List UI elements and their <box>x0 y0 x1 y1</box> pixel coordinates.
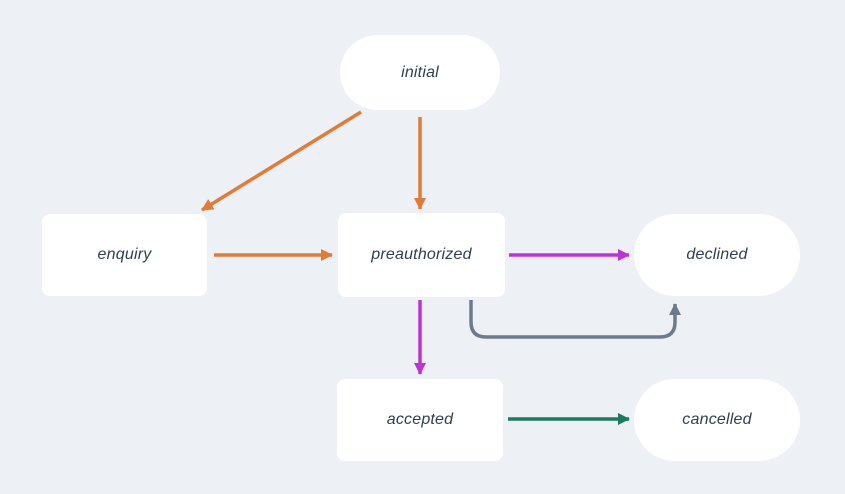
state-label-declined: declined <box>686 246 748 263</box>
state-label-enquiry: enquiry <box>97 246 152 263</box>
state-node-preauthorized: preauthorized <box>338 213 505 297</box>
state-node-initial: initial <box>340 35 500 110</box>
edge-initial-to-enquiry <box>201 110 362 212</box>
state-label-preauthorized: preauthorized <box>371 246 472 263</box>
state-node-accepted: accepted <box>337 379 503 461</box>
state-label-initial: initial <box>401 63 439 81</box>
state-label-cancelled: cancelled <box>682 411 752 428</box>
state-label-accepted: accepted <box>386 411 454 428</box>
state-node-declined: declined <box>634 214 800 296</box>
state-node-cancelled: cancelled <box>634 379 800 461</box>
state-node-enquiry: enquiry <box>42 214 207 296</box>
edge-preauthorized-to-declined-loop <box>469 300 681 339</box>
